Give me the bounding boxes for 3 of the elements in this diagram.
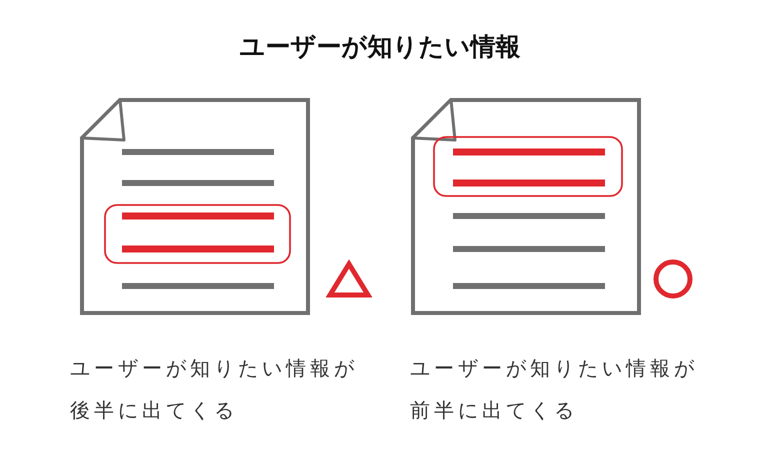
- caption-text: ユーザーが知りたい情報が後半に出てくる: [70, 355, 359, 424]
- caption-text: ユーザーが知りたい情報が前半に出てくる: [410, 355, 699, 424]
- title: ユーザーが知りたい情報: [238, 31, 522, 63]
